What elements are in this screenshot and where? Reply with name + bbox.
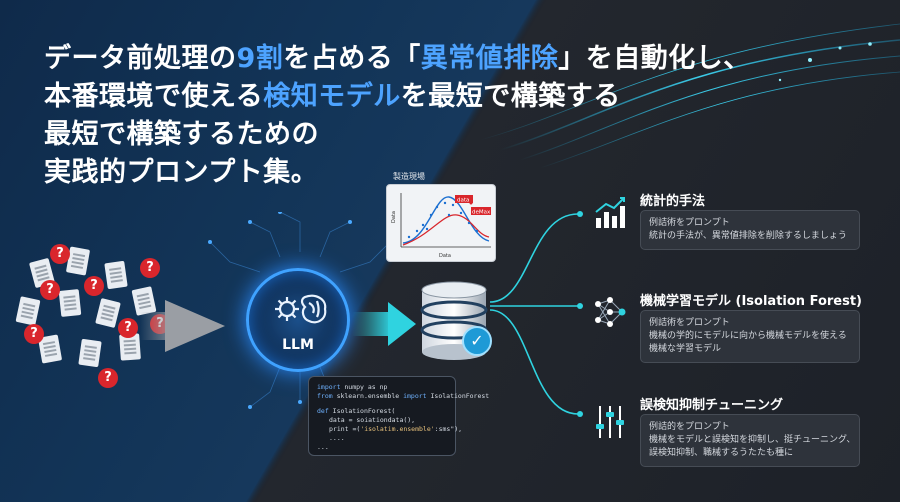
item-line: 例詰術をプロンプト [649,318,730,328]
scatter-curve-chart: data deMax Data Data [391,193,491,259]
item-description-box: 例詰術をプロンプト 統計の手法が、異常値排除を削除するしましょう [640,210,860,250]
document-icon [95,297,121,329]
code-keyword: import [403,392,427,400]
code-text: IsolationForest [426,392,490,400]
item-description-box: 例詰術をプロンプト 機械の学的にモデルに向から機械モデルを使える 機械な学習モデ… [640,310,860,363]
gear-brain-icon [275,294,327,324]
document-icon [15,296,41,326]
document-icon [58,289,82,317]
code-line: print =('isolatim.ensemble':sms"), [317,425,462,434]
headline-text: データ前処理の [44,43,237,74]
light-wave-decoration [480,23,900,169]
headline-line-2: 本番環境で使える検知モデルを最短で構築する [44,78,751,116]
chart-card: 製造現場 data deMax Data Data [386,172,496,262]
headline-text: 」を自動化し、 [558,43,751,74]
chart-card-title: 製造現場 [393,172,425,181]
question-icon: ? [140,258,160,278]
code-text: print =( [329,425,361,433]
code-snippet-card: import numpy as np from sklearn.ensemble… [308,376,489,456]
item-line: 機械の学的にモデルに向から機械モデルを使える [649,331,847,341]
item-title: 誤検知抑制チューニング [640,398,784,413]
item-line: 機械な学習モデル [649,344,722,354]
chart-tag-1: data [457,198,469,204]
item-title: 統計的手法 [640,194,706,209]
document-icon [104,260,128,290]
headline-line-4: 実践的プロンプト集。 [44,157,319,188]
headline-highlight: 異常値排除 [420,43,559,74]
item-line: 誤検知抑制、職械するうたたも種に [649,448,794,458]
item-line: 統計の手法が、異常値排除を削除するしましょう [649,231,847,241]
code-line: def IsolationForest( [317,407,447,416]
headline-highlight: 9割 [236,43,284,74]
llm-label: LLM [282,337,314,353]
llm-node: LLM [246,268,350,372]
output-arrow-icon [388,302,416,346]
chart-tag-2: deMax [472,210,491,216]
branch-connectors [490,211,583,417]
item-title: 機械学習モデル (Isolation Forest) [640,294,862,309]
chart-xlabel: Data [439,253,451,259]
sliders-icon [596,406,624,438]
item-line: 例詰術をプロンプト [649,218,730,228]
question-icon: ? [118,318,138,338]
headline: データ前処理の9割を占める「異常値排除」を自動化し、 本番環境で使える検知モデル… [44,40,751,192]
code-line: data = soiationdata(), [329,416,416,424]
code-text: IsolationForest( [328,407,396,415]
code-line: ... [317,443,329,451]
output-arrow-body [352,312,392,336]
check-icon: ✓ [462,326,492,356]
neural-network-icon [595,297,626,327]
question-icon: ? [40,280,60,300]
code-text: :sms"), [434,425,463,433]
code-keyword: def [317,407,329,415]
question-icon: ? [50,244,70,264]
code-keyword: from [317,392,333,400]
headline-text: を占める「 [283,43,421,74]
code-string: 'isolatim.ensemble' [360,425,435,433]
item-description-box: 例詰的をプロンプト 機械をモデルと誤検知を抑制し、挺チューニング、 誤検知抑制、… [640,414,860,467]
chart-ylabel: Data [391,211,397,223]
code-line: import numpy as np [317,383,447,392]
question-icon: ? [98,368,118,388]
headline-highlight: 検知モデル [263,81,401,112]
headline-text: を最短で構築する [400,81,621,112]
item-line: 機械をモデルと誤検知を抑制し、挺チューニング、 [649,435,851,445]
code-keyword: import [317,383,341,391]
code-line: .... [329,434,345,442]
document-icon [78,338,102,368]
question-icon: ? [24,324,44,344]
headline-line-3: 最短で構築するための [44,119,319,150]
code-text: numpy as np [340,383,388,391]
question-icon: ? [84,276,104,296]
input-arrow-icon [165,300,225,352]
item-line: 例詰的をプロンプト [649,422,730,432]
code-line: from sklearn.ensemble import IsolationFo… [317,392,489,401]
bar-chart-icon [595,197,625,228]
code-text: sklearn.ensemble [332,392,404,400]
headline-line-1: データ前処理の9割を占める「異常値排除」を自動化し、 [44,40,751,78]
headline-text: 本番環境で使える [44,81,264,112]
